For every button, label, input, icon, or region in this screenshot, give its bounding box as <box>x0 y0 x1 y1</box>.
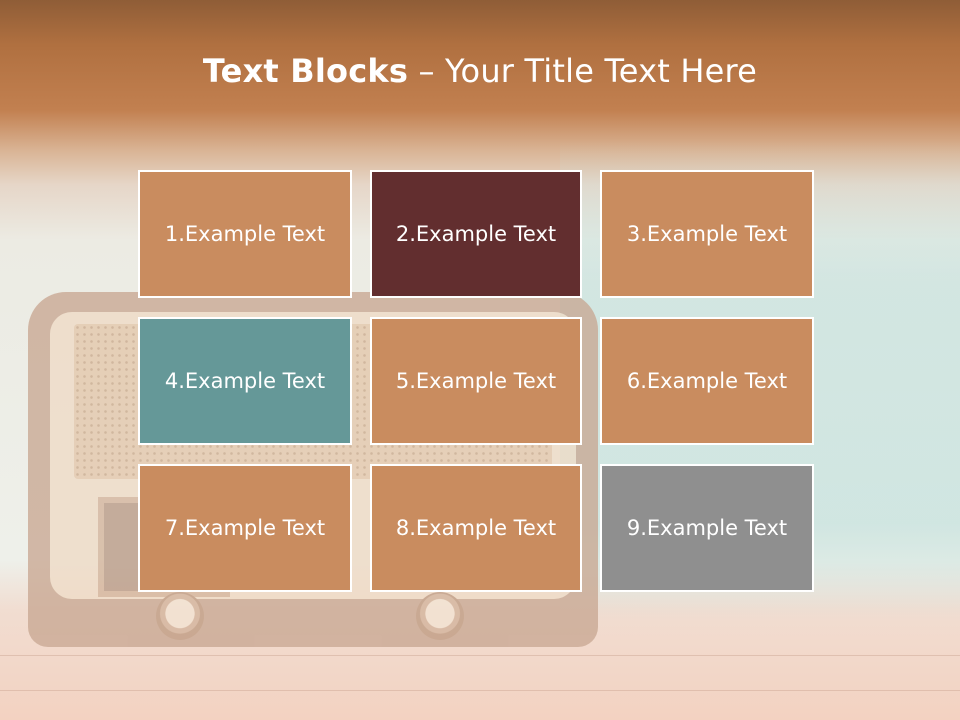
title-rest-part: – Your Title Text Here <box>408 52 758 90</box>
text-block-2[interactable]: 2.Example Text <box>370 170 582 298</box>
text-block-7[interactable]: 7.Example Text <box>138 464 352 592</box>
radio-knob-right <box>416 592 464 640</box>
text-block-6[interactable]: 6.Example Text <box>600 317 814 445</box>
text-block-5[interactable]: 5.Example Text <box>370 317 582 445</box>
table-plank-line <box>0 690 960 691</box>
text-block-grid: 1.Example Text 2.Example Text 3.Example … <box>138 170 814 592</box>
text-block-4[interactable]: 4.Example Text <box>138 317 352 445</box>
slide-title: Text Blocks – Your Title Text Here <box>0 52 960 90</box>
text-block-8[interactable]: 8.Example Text <box>370 464 582 592</box>
radio-knob-left <box>156 592 204 640</box>
table-plank-line <box>0 655 960 656</box>
title-bold-part: Text Blocks <box>202 52 409 90</box>
text-block-3[interactable]: 3.Example Text <box>600 170 814 298</box>
text-block-9[interactable]: 9.Example Text <box>600 464 814 592</box>
text-block-1[interactable]: 1.Example Text <box>138 170 352 298</box>
